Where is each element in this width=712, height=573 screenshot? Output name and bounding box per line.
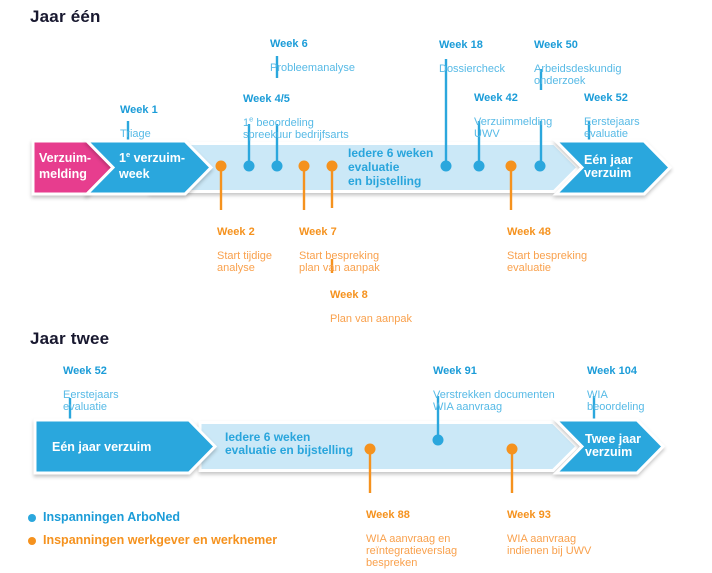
milestone-desc: WIA aanvraag en reïntegratieverslag besp…	[366, 533, 458, 569]
milestone-dot-orange	[215, 160, 227, 172]
milestone-desc: Probleemanalyse	[270, 62, 355, 74]
milestone-label-week-104: Week 104 WIA beoordeling	[587, 353, 645, 425]
milestone-label-week-1: Week 1 Triage	[120, 92, 158, 152]
milestone-label-week-18: Week 18 Dossiercheck	[439, 27, 505, 87]
milestone-desc: 1e beoordeling spreekuur bedrijfsarts	[243, 114, 349, 141]
milestone-week: Week 93	[507, 509, 551, 521]
year1-end-arrow-label: Eén jaar verzuim	[584, 153, 633, 180]
milestone-week: Week 4/5	[243, 93, 290, 105]
milestone-label-week-2: Week 2 Start tijdige analyse	[217, 214, 272, 286]
year2-end-arrow	[552, 418, 666, 475]
year1-firstweek-arrow	[83, 139, 214, 196]
superscript: e	[125, 149, 131, 159]
milestone-dot-orange	[298, 160, 310, 172]
milestone-dot-blue	[432, 434, 444, 446]
text-part: 1	[119, 151, 126, 165]
milestone-desc: Plan van aanpak	[330, 313, 412, 325]
milestone-desc: WIA beoordeling	[587, 389, 645, 413]
legend-label: Inspanningen ArboNed	[43, 510, 181, 524]
year1-heading: Jaar één	[30, 7, 101, 26]
milestone-label-week-48: Week 48 Start bespreking evaluatie	[507, 214, 587, 286]
year2-blue-connectors	[68, 396, 596, 440]
legend-item-arboned: Inspanningen ArboNed	[28, 511, 180, 524]
year2-band-label: Iedere 6 weken evaluatie en bijstelling	[225, 430, 354, 457]
year1-band-label: Iedere 6 weken evaluatie en bijstelling	[348, 146, 434, 188]
milestone-desc: Start tijdige analyse	[217, 250, 273, 274]
milestone-desc: Start bespreking evaluatie	[507, 250, 588, 274]
milestone-label-week-42: Week 42 Verzuimmelding UWV	[474, 80, 552, 152]
legend-dot-blue-icon	[28, 513, 36, 522]
milestone-label-week-88: Week 88 WIA aanvraag en reïntegratievers…	[366, 497, 457, 573]
milestone-label-week-6: Week 6 Probleemanalyse	[270, 26, 355, 86]
year2-heading: Jaar twee	[30, 329, 110, 348]
milestone-label-week-50: Week 50 Arbeidsdeskundig onderzoek	[534, 27, 621, 99]
milestone-label-week-52-y2: Week 52 Eerstejaars evaluatie	[63, 353, 119, 425]
year1-milestone-dots	[215, 160, 546, 172]
year2-end-arrow-label: Twee jaar verzuim	[585, 432, 642, 459]
milestone-week: Week 6	[270, 38, 308, 50]
milestone-desc: Verstrekken documenten WIA aanvraag	[433, 389, 555, 413]
milestone-week: Week 91	[433, 365, 477, 377]
milestone-desc: WIA aanvraag indienen bij UWV	[507, 533, 592, 557]
year1-start-arrow-label: Verzuim- melding	[39, 151, 92, 181]
milestone-week: Week 52	[584, 92, 628, 104]
legend-dot-orange-icon	[28, 536, 36, 545]
milestone-week: Week 2	[217, 226, 255, 238]
milestone-label-week-91: Week 91 Verstrekken documenten WIA aanvr…	[433, 353, 555, 425]
legend-label: Inspanningen werkgever en werknemer	[43, 533, 278, 547]
text-part: beoordeling spreekuur bedrijfsarts	[243, 117, 349, 141]
milestone-label-week-4-5: Week 4/5 1e beoordeling spreekuur bedrij…	[243, 81, 349, 153]
milestone-desc: Arbeidsdeskundig onderzoek	[534, 63, 622, 87]
milestone-desc: Start bespreking plan van aanpak	[299, 250, 380, 274]
milestone-dot-blue	[271, 160, 283, 172]
milestone-dot-blue	[243, 160, 255, 172]
year2-orange-connectors	[368, 449, 514, 493]
milestone-dot-blue	[473, 160, 485, 172]
milestone-dot-blue	[440, 160, 452, 172]
milestone-desc: Eerstejaars evaluatie	[584, 116, 640, 140]
milestone-week: Week 7	[299, 226, 337, 238]
year1-orange-connectors	[219, 166, 513, 273]
milestone-dot-orange	[506, 443, 518, 455]
milestone-week: Week 48	[507, 226, 551, 238]
milestone-label-week-93: Week 93 WIA aanvraag indienen bij UWV	[507, 497, 591, 569]
year1-blue-connectors	[126, 56, 591, 166]
milestone-dot-orange	[505, 160, 517, 172]
year2-milestone-dots	[364, 434, 518, 455]
milestone-week: Week 52	[63, 365, 107, 377]
milestone-desc: Triage	[120, 128, 151, 140]
milestone-label-week-8: Week 8 Plan van aanpak	[330, 277, 412, 337]
legend-item-werkgever: Inspanningen werkgever en werknemer	[28, 534, 277, 547]
milestone-dot-blue	[534, 160, 546, 172]
text-part: 1	[243, 117, 250, 129]
milestone-week: Week 1	[120, 104, 158, 116]
milestone-desc: Eerstejaars evaluatie	[63, 389, 119, 413]
year1-firstweek-arrow-label: 1e verzuim- week	[119, 150, 185, 182]
milestone-week: Week 42	[474, 92, 518, 104]
milestone-dot-orange	[326, 160, 338, 172]
milestone-desc: Verzuimmelding UWV	[474, 116, 553, 140]
superscript: e	[249, 114, 254, 124]
milestone-week: Week 88	[366, 509, 410, 521]
text-part: verzuim- week	[119, 151, 186, 181]
year2-start-arrow	[33, 418, 218, 475]
year1-end-arrow	[552, 139, 673, 196]
milestone-week: Week 104	[587, 365, 637, 377]
milestone-week: Week 8	[330, 289, 368, 301]
year2-start-arrow-label: Eén jaar verzuim	[52, 440, 152, 454]
milestone-label-week-52: Week 52 Eerstejaars evaluatie	[584, 80, 640, 152]
milestone-label-week-7: Week 7 Start bespreking plan van aanpak	[299, 214, 380, 286]
milestone-dot-orange	[364, 443, 376, 455]
milestone-week: Week 50	[534, 39, 578, 51]
milestone-week: Week 18	[439, 39, 483, 51]
milestone-desc: Dossiercheck	[439, 63, 506, 75]
